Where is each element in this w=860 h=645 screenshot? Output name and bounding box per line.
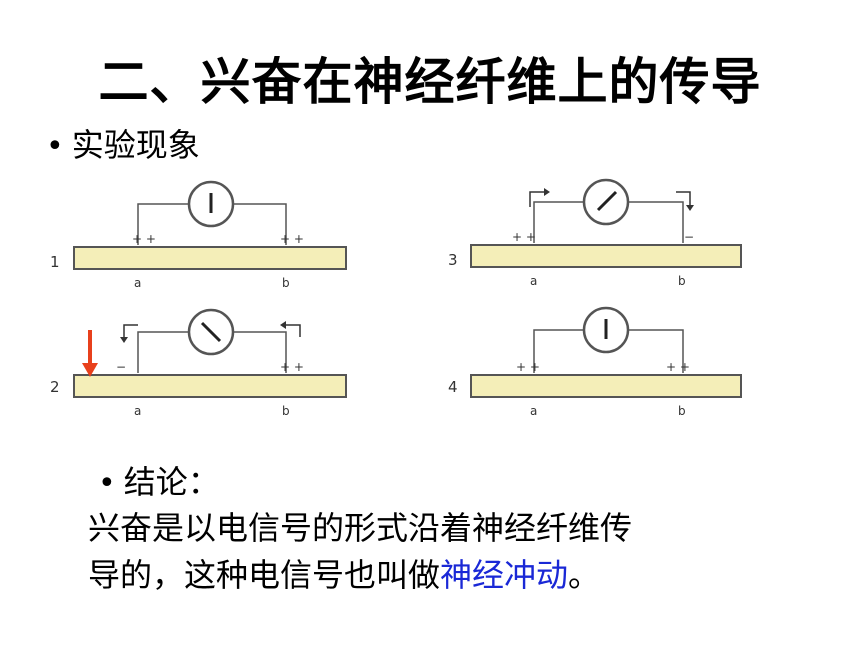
label-a: a <box>134 276 141 290</box>
arrowhead-icon <box>544 188 550 196</box>
bullet-conclusion: • 结论： <box>98 457 220 503</box>
slide-title: 二、兴奋在神经纤维上的传导 <box>98 52 762 111</box>
arrowhead-icon <box>120 337 128 343</box>
label-a: a <box>530 274 537 288</box>
panel-number: 2 <box>50 378 60 396</box>
panel-3: 3 + + − a b <box>448 178 742 288</box>
nerve-fiber <box>73 246 347 270</box>
charge-left: + + <box>132 232 156 246</box>
nerve-fiber <box>73 374 347 398</box>
nerve-fiber <box>470 244 742 268</box>
stimulus-arrowhead-icon <box>82 363 98 377</box>
meter-needle <box>596 190 618 212</box>
label-b: b <box>678 274 686 288</box>
nerve-fiber <box>470 374 742 398</box>
label-a: a <box>134 404 141 418</box>
charge-left: − <box>116 360 126 374</box>
panel-number: 4 <box>448 378 458 396</box>
charge-right: − <box>684 230 694 244</box>
current-arrow-icon <box>676 191 691 205</box>
wire-left <box>533 329 584 373</box>
wire-left <box>137 331 189 373</box>
panel-2: 2 − + + a b <box>50 308 347 418</box>
label-b: b <box>282 276 290 290</box>
charge-left: + + <box>512 230 536 244</box>
wire-right <box>233 203 287 245</box>
wire-right <box>628 329 684 373</box>
bullet-conclusion-text: 结论： <box>123 463 220 501</box>
conclusion-line-2: 导的，这种电信号也叫做神经冲动。 <box>88 552 788 599</box>
conclusion-text: 兴奋是以电信号的形式沿着神经纤维传 导的，这种电信号也叫做神经冲动。 <box>88 505 788 599</box>
charge-right: + + <box>666 360 690 374</box>
arrowhead-icon <box>686 205 694 211</box>
current-arrow-icon <box>529 191 544 207</box>
wire-right <box>233 331 287 373</box>
panel-number: 1 <box>50 253 60 271</box>
current-arrow-icon <box>123 324 138 337</box>
wire-right <box>628 201 684 243</box>
charge-right: + + <box>280 360 304 374</box>
meter-needle <box>200 321 222 343</box>
charge-left: + + <box>516 360 540 374</box>
arrowhead-icon <box>280 321 286 329</box>
wire-left <box>533 201 584 243</box>
charge-right: + + <box>280 232 304 246</box>
label-a: a <box>530 404 537 418</box>
bullet-phenomenon: • 实验现象 <box>46 120 200 166</box>
nerve-fiber-diagram: 1 + + + + a b 3 + + − a b <box>50 178 742 418</box>
bullet-dot: • <box>46 129 64 164</box>
conclusion-line-2-end: 。 <box>568 556 601 594</box>
label-b: b <box>678 404 686 418</box>
wire-left <box>137 203 189 245</box>
nerve-impulse-term: 神经冲动 <box>440 556 569 594</box>
panel-number: 3 <box>448 251 458 269</box>
conclusion-line-2-start: 导的，这种电信号也叫做 <box>88 556 441 594</box>
panel-1: 1 + + + + a b <box>50 180 347 290</box>
label-b: b <box>282 404 290 418</box>
bullet-phenomenon-text: 实验现象 <box>71 126 200 164</box>
panel-4: 4 + + + + a b <box>448 306 742 418</box>
bullet-dot: • <box>98 466 116 501</box>
conclusion-line-1: 兴奋是以电信号的形式沿着神经纤维传 <box>88 509 633 547</box>
current-arrow-icon <box>286 324 301 337</box>
